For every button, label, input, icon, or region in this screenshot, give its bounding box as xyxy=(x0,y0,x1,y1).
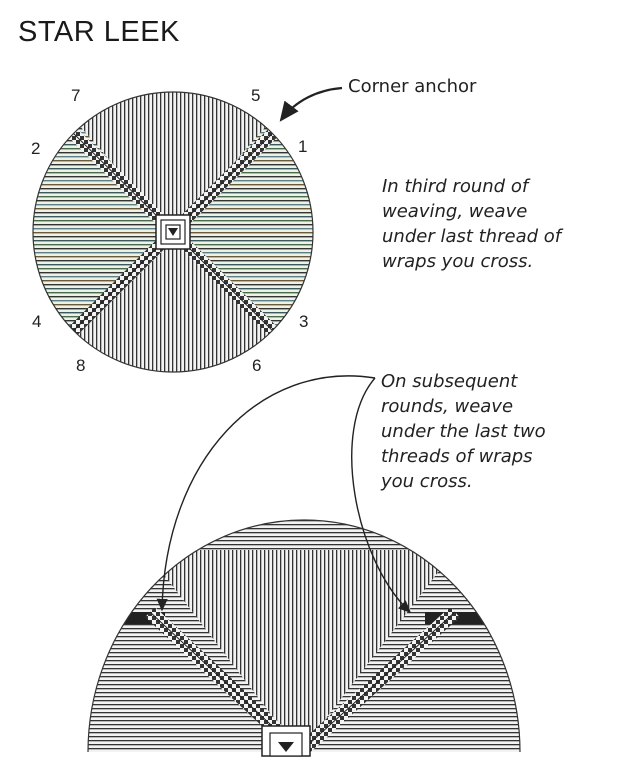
subsequent-arrow-right xyxy=(351,377,412,613)
subsequent-arrow-left xyxy=(156,375,376,612)
corner-anchor-label: Corner anchor xyxy=(348,76,477,97)
subsequent-rounds-note: On subsequent rounds, weave under the la… xyxy=(381,371,546,492)
corner-number-1: 1 xyxy=(298,137,308,156)
corner-number-3: 3 xyxy=(299,312,309,331)
corner-number-7: 7 xyxy=(71,86,81,105)
diagram-title: STAR LEEK xyxy=(18,16,180,48)
bottom-semicircle-weave xyxy=(88,520,520,752)
top-center-square xyxy=(155,214,191,250)
bottom-semicircle-outline xyxy=(87,519,521,753)
corner-number-8: 8 xyxy=(76,356,86,375)
corner-number-2: 2 xyxy=(31,139,41,158)
corner-number-6: 6 xyxy=(252,356,262,375)
corner-number-4: 4 xyxy=(32,312,42,331)
corner-anchor-arrow xyxy=(279,86,343,122)
bottom-center-square xyxy=(261,725,311,757)
third-round-note: In third round of weaving, weave under l… xyxy=(382,176,562,272)
corner-number-5: 5 xyxy=(251,86,261,105)
top-circle-outline xyxy=(32,91,314,373)
